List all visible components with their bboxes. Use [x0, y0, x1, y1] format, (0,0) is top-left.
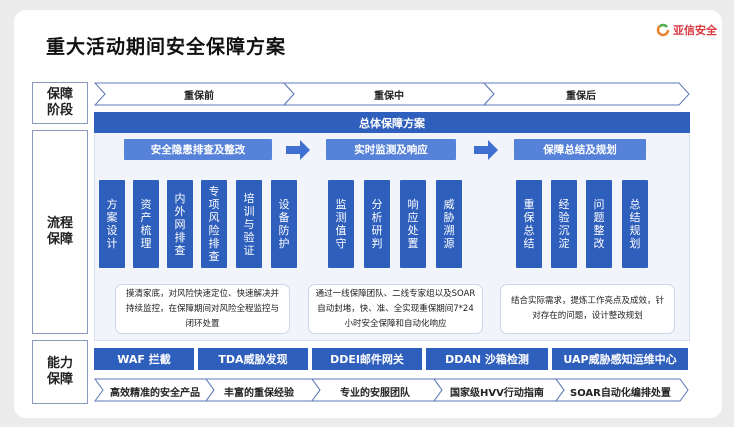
capability-waf: WAF 拦截	[94, 348, 194, 370]
brand-name: 亚信安全	[673, 24, 717, 37]
step-card-text: 重保总结	[523, 198, 535, 250]
step-card: 经验沉淀	[551, 180, 577, 268]
advantage-chevron-shapes	[94, 378, 689, 402]
overall-plan-header: 总体保障方案	[94, 112, 690, 133]
brand-logo: 亚信安全	[656, 22, 717, 38]
advantage-item: 高效精准的安全产品	[110, 388, 200, 399]
step-card-text: 响应处置	[407, 198, 419, 250]
step-card: 资产梳理	[133, 180, 159, 268]
stage-after: 重保后	[566, 91, 596, 102]
row-label-process-text: 流程保障	[46, 216, 73, 247]
step-card: 专项风险排查	[201, 180, 227, 268]
row-label-capability-text: 能力保障	[46, 356, 73, 387]
step-card-text: 经验沉淀	[558, 198, 570, 250]
step-card: 内外网排查	[167, 180, 193, 268]
row-label-stage-text: 保障阶段	[46, 87, 73, 118]
step-card: 响应处置	[400, 180, 426, 268]
stage-chevron-row: 重保前 重保中 重保后	[94, 82, 690, 106]
phase-description: 通过一线保障团队、二线专家组以及SOAR自动封堵，快、准、全实现重保期间7*24…	[308, 284, 483, 334]
row-label-capability: 能力保障	[32, 340, 88, 404]
step-card: 威胁溯源	[436, 180, 462, 268]
phase-title-monitoring: 实时监测及响应	[326, 139, 456, 160]
advantage-item: SOAR自动化编排处置	[570, 388, 671, 399]
step-card-text: 方案设计	[106, 198, 118, 250]
phase-description: 结合实际需求，提炼工作亮点及成效，针对存在的问题，设计整改规划	[500, 284, 675, 334]
stage-before: 重保前	[184, 91, 214, 102]
phase-description: 摸清家底，对风险快速定位、快速解决并持续监控，在保障期间对风险全程监控与闭环处置	[115, 284, 290, 334]
capability-ddei: DDEI邮件网关	[312, 348, 422, 370]
stage-chevron-shapes	[94, 82, 690, 106]
step-card-text: 专项风险排查	[208, 185, 220, 263]
brand-ring-icon	[656, 23, 670, 37]
step-card-text: 总结规划	[629, 198, 641, 250]
step-card: 设备防护	[271, 180, 297, 268]
advantage-item: 国家级HVV行动指南	[450, 388, 544, 399]
step-card: 问题整改	[586, 180, 612, 268]
step-card-text: 资产梳理	[140, 198, 152, 250]
step-card: 分析研判	[364, 180, 390, 268]
step-card-text: 问题整改	[593, 198, 605, 250]
step-card-text: 内外网排查	[174, 191, 186, 257]
step-card: 培训与验证	[236, 180, 262, 268]
capability-ddan: DDAN 沙箱检测	[426, 348, 548, 370]
step-card: 总结规划	[622, 180, 648, 268]
step-card: 重保总结	[516, 180, 542, 268]
capability-tda: TDA威胁发现	[198, 348, 308, 370]
row-label-stage: 保障阶段	[32, 82, 88, 124]
page-title: 重大活动期间安全保障方案	[46, 36, 287, 58]
step-card-text: 分析研判	[371, 198, 383, 250]
row-label-process: 流程保障	[32, 130, 88, 334]
advantage-chevron-row: 高效精准的安全产品 丰富的重保经验 专业的安服团队 国家级HVV行动指南 SOA…	[94, 378, 690, 402]
advantage-item: 丰富的重保经验	[224, 388, 294, 399]
step-card: 方案设计	[99, 180, 125, 268]
capability-uap: UAP威胁感知运维中心	[552, 348, 688, 370]
step-card-text: 威胁溯源	[443, 198, 455, 250]
stage-during: 重保中	[374, 91, 404, 102]
phase-arrow-icon	[286, 140, 310, 160]
step-card: 监测值守	[328, 180, 354, 268]
step-card-text: 监测值守	[335, 198, 347, 250]
step-card-text: 设备防护	[278, 198, 290, 250]
step-card-text: 培训与验证	[243, 191, 255, 257]
advantage-item: 专业的安服团队	[340, 388, 410, 399]
phase-arrow-icon	[474, 140, 498, 160]
phase-title-investigation: 安全隐患排查及整改	[124, 139, 272, 160]
phase-title-summary: 保障总结及规划	[514, 139, 646, 160]
